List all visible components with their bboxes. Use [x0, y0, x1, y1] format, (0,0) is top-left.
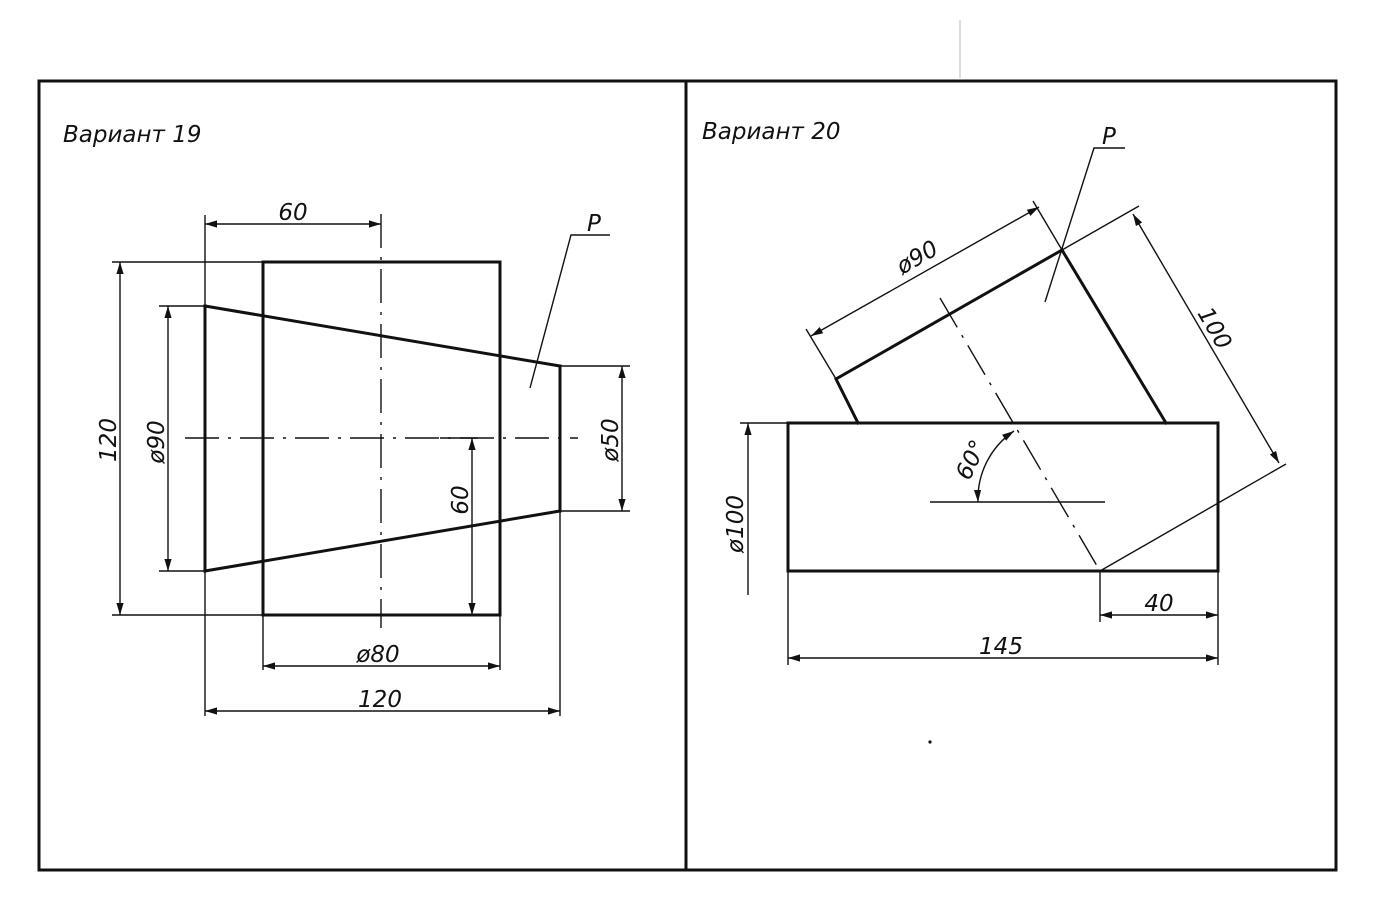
variant-19-drawing: Вариант 19 60 120 ø90 ø50 60 — [63, 122, 630, 716]
cone-bottom-generatrix — [203, 509, 562, 573]
plane-p-label: P — [1102, 124, 1116, 150]
dim-branch-length: 100 — [1192, 303, 1236, 354]
dim-small-diameter: ø50 — [598, 418, 624, 462]
dim-main-diameter: ø100 — [723, 495, 749, 554]
cone-top-generatrix — [203, 304, 562, 368]
branch-axis — [939, 297, 1101, 572]
plane-p-leader — [529, 234, 610, 389]
dim-top-width: 60 — [278, 200, 307, 226]
frame-variant-19 — [37, 79, 688, 872]
plane-p-label: P — [587, 211, 601, 237]
extension-line — [805, 328, 837, 380]
dim-branch-diameter: ø90 — [891, 236, 942, 281]
variant-20-title: Вариант 20 — [702, 119, 841, 145]
branch-right-generatrix — [1059, 247, 1169, 426]
plane-p-leader — [1044, 147, 1125, 303]
dim-total-width: 120 — [358, 687, 402, 713]
dim-total-length: 145 — [979, 634, 1023, 660]
angle-arc — [973, 430, 1015, 503]
variant-20-drawing: Вариант 20 60° ø90 100 ø100 40 14 — [702, 119, 1287, 744]
dim-line-branch-diameter — [810, 206, 1040, 337]
branch-left-generatrix — [834, 247, 1065, 426]
dim-total-height: 120 — [96, 418, 122, 462]
dim-line-branch-length — [1132, 213, 1280, 464]
extension-line — [1099, 463, 1287, 572]
scan-dot — [928, 740, 932, 744]
main-cylinder-outline — [786, 421, 1220, 573]
frame-variant-20 — [684, 79, 1338, 872]
dim-angle: 60° — [951, 436, 992, 484]
dim-inner-height: 60 — [448, 485, 474, 514]
dim-big-diameter: ø90 — [144, 420, 170, 464]
dim-cylinder-diameter: ø80 — [355, 642, 399, 668]
extension-line — [1061, 205, 1140, 251]
variant-19-title: Вариант 19 — [63, 122, 202, 148]
dim-offset: 40 — [1144, 591, 1173, 617]
